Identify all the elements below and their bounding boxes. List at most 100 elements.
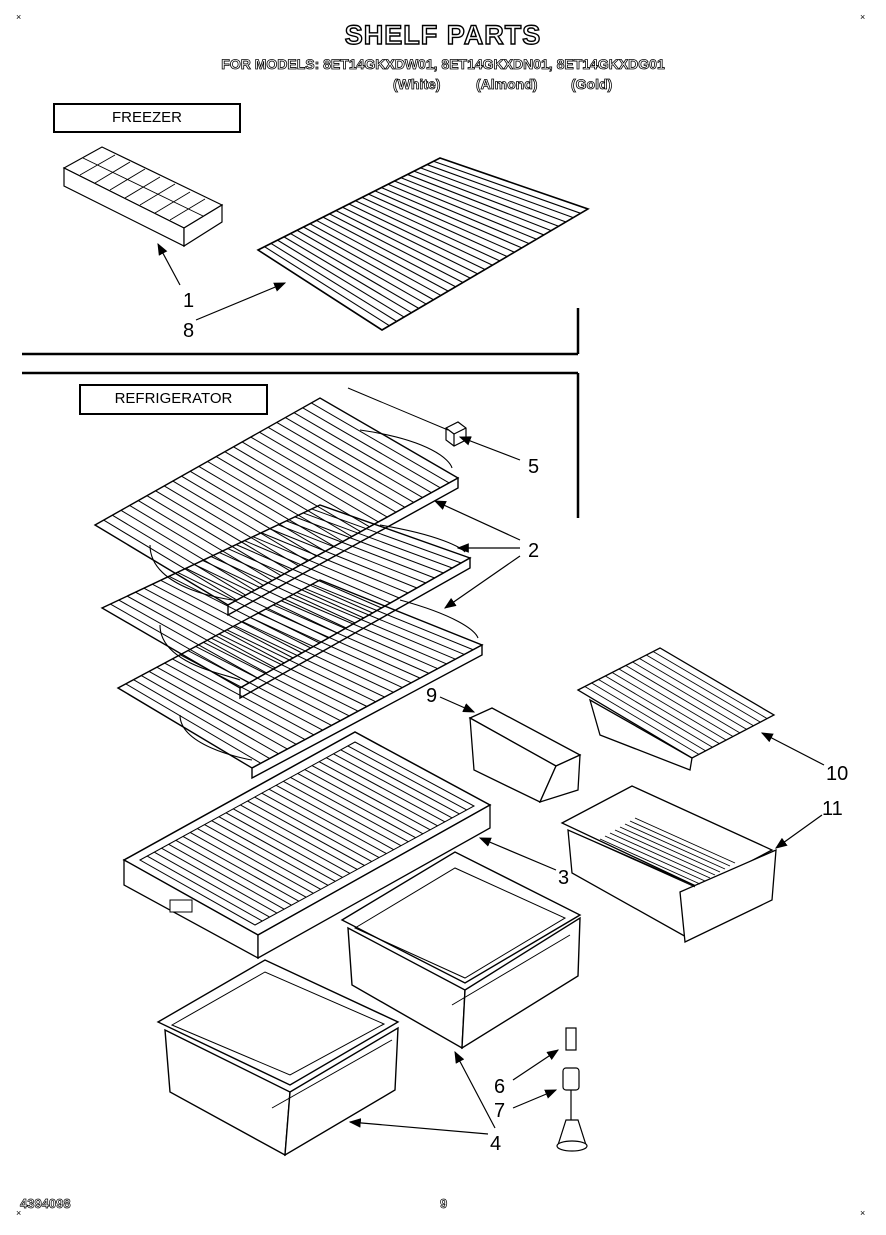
wire-bar: [269, 528, 418, 589]
callout-3: 3: [558, 867, 570, 889]
part-number: 4394098: [20, 1196, 71, 1212]
wire-bar: [187, 650, 332, 726]
wire-bar: [215, 456, 353, 538]
wire-bar: [175, 839, 292, 906]
wire-bar: [177, 571, 320, 644]
wire-bar: [614, 829, 716, 876]
callout-8: 8: [183, 320, 195, 342]
wire-bar: [270, 242, 398, 322]
wire-bar: [646, 654, 761, 723]
wire-bar: [156, 666, 297, 745]
wire-bar: [276, 421, 415, 503]
wire-bar: [254, 796, 373, 862]
wire-bar: [273, 604, 430, 674]
wire-bar: [625, 665, 741, 734]
wire-bar: [604, 835, 706, 882]
wire-bar: [280, 600, 438, 670]
wire-bar: [277, 524, 426, 584]
wire-bar: [326, 757, 446, 823]
wire-bar: [242, 621, 394, 693]
wire-bar: [241, 441, 379, 523]
wire-bar: [168, 843, 285, 910]
wire-bar: [259, 431, 397, 513]
wire-bar: [118, 599, 258, 679]
wire-bar: [594, 841, 696, 888]
freezer-frame: [22, 308, 580, 356]
freezer-label: FREEZER: [53, 103, 241, 133]
wire-bar: [138, 500, 273, 582]
wire-bar: [333, 753, 453, 819]
wire-bar: [189, 832, 307, 898]
wire-bar: [303, 226, 434, 301]
callout-1: 1: [183, 290, 195, 312]
wire-bar: [342, 206, 478, 275]
wire-bar: [195, 646, 341, 722]
wire-bar: [234, 625, 385, 698]
wire-bar: [304, 587, 465, 655]
wire-bar: [275, 784, 394, 851]
wire-bar: [198, 465, 335, 547]
wire-bar: [413, 170, 559, 227]
callout-leaders: [157, 242, 825, 1135]
wire-bar: [268, 788, 387, 855]
wire-bar: [226, 629, 377, 703]
callout-4: 4: [490, 1133, 502, 1155]
wire-bar: [172, 480, 308, 562]
wire-bar: [302, 407, 441, 489]
wire-bar: [309, 223, 442, 296]
wire-bar: [340, 749, 460, 815]
wire-bar: [267, 426, 406, 508]
wire-bar: [335, 210, 471, 279]
wire-bar: [629, 820, 731, 867]
wire-bar: [203, 641, 350, 717]
wire-bar: [227, 548, 373, 614]
wire-bar: [293, 412, 432, 494]
freezer-shelf-illustration: [256, 157, 590, 331]
wire-bar: [146, 855, 263, 922]
corner-mark-tl: ×: [16, 12, 22, 22]
wire-bar: [374, 190, 515, 253]
wire-bar: [168, 575, 311, 649]
wire-bar: [152, 583, 294, 659]
wire-bar: [181, 475, 317, 557]
wire-bar: [141, 675, 279, 755]
wire-bar: [426, 164, 574, 219]
wire-bar: [160, 579, 303, 654]
small-shelf-illustration: [576, 647, 776, 771]
wire-bar: [624, 823, 726, 870]
wire-bar: [632, 661, 747, 730]
callout-5: 5: [528, 456, 540, 478]
wire-bar: [598, 679, 713, 748]
wire-bar: [290, 776, 409, 843]
corner-mark-br: ×: [860, 1208, 866, 1218]
wire-bar: [296, 592, 456, 660]
variant-gold: (Gold): [571, 76, 613, 93]
ice-tray-illustration: [62, 146, 224, 248]
wire-bar: [219, 552, 365, 619]
wire-bar: [400, 177, 545, 236]
wire-bar: [247, 800, 365, 866]
wire-bar: [294, 516, 444, 574]
crisper-cover-illustration: [122, 731, 492, 960]
wire-bar: [143, 587, 285, 664]
variant-white: (White): [393, 76, 441, 93]
wire-bar: [618, 668, 734, 737]
wire-bar: [311, 402, 450, 484]
wire-bar: [605, 675, 720, 745]
control-knob-illustration: [556, 1027, 588, 1152]
wire-bar: [135, 591, 276, 669]
wire-bar: [163, 485, 300, 567]
wire-bar: [112, 514, 246, 596]
wire-bar: [283, 236, 412, 314]
model-list: FOR MODELS: 8ET14GKXDW01, 8ET14GKXDN01, …: [221, 56, 665, 73]
wire-bar: [285, 417, 423, 498]
wire-bar: [639, 658, 754, 727]
wire-bar: [172, 658, 315, 736]
wire-bar: [197, 828, 314, 894]
callout-10: 10: [826, 763, 849, 785]
refrigerator-shelves-illustration: [93, 397, 484, 780]
wire-bar: [296, 229, 427, 305]
wire-bar: [433, 160, 581, 214]
wire-bar: [297, 773, 416, 839]
wire-bar: [218, 816, 336, 882]
